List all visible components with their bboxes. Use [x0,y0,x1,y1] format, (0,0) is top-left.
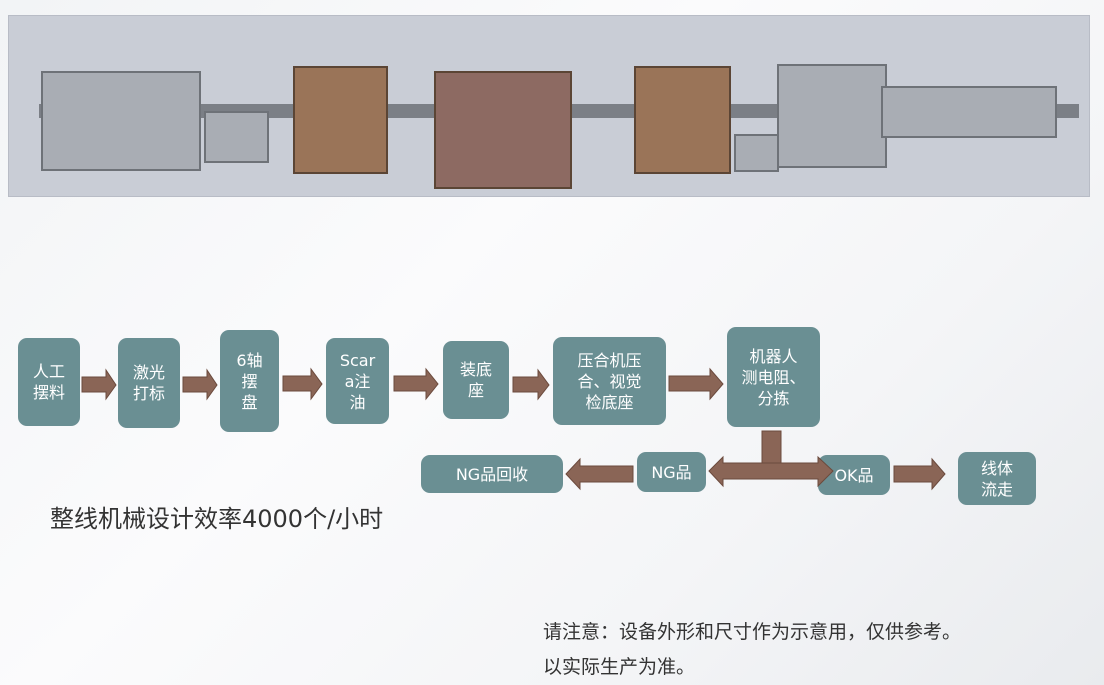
step-press-vision: 压合机压 合、视觉 检底座 [553,337,666,425]
ok-item-box: OK品 [818,455,890,495]
step-mount-base: 装底 座 [443,341,509,419]
arrow-right-icon [393,367,439,401]
connector-down [761,430,782,464]
arrow-right-icon [512,368,550,401]
ng-recycle-box: NG品回收 [421,455,563,493]
efficiency-text: 整线机械设计效率4000个/小时 [50,505,384,533]
arrow-left-icon [565,457,634,491]
arrow-right-icon [182,368,218,401]
step-laser-marking: 激光 打标 [118,338,180,428]
arrow-right-icon [282,367,323,401]
step-robot-sorting: 机器人 测电阻、 分拣 [727,327,820,427]
step-6axis-tray: 6轴 摆 盘 [220,330,279,432]
step-manual-loading: 人工 摆料 [18,338,80,426]
disclaimer-line-1: 请注意：设备外形和尺寸作为示意用，仅供参考。 [543,621,962,643]
arrow-right-icon [893,457,946,491]
ng-item-box: NG品 [637,452,706,492]
double-arrow-icon [708,455,834,488]
arrow-right-icon [668,367,724,401]
line-out-box: 线体 流走 [958,452,1036,505]
production-line-layout-image [8,15,1090,197]
arrow-right-icon [81,368,117,401]
step-scara-oiling: Scar a注 油 [326,338,389,424]
disclaimer-line-2: 以实际生产为准。 [543,656,696,678]
